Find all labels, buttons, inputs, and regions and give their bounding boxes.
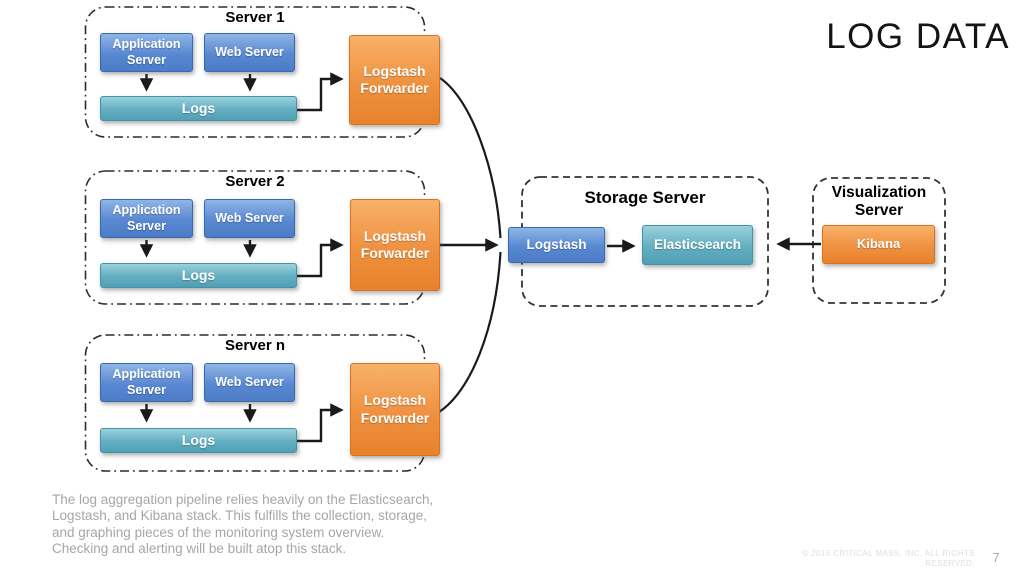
page-number: 7 — [992, 550, 1000, 565]
server1-logstash-forwarder-node: Logstash Forwarder — [349, 35, 440, 125]
arrow-forwardern-to-logstash — [438, 251, 502, 413]
server2-title: Server 2 — [225, 173, 285, 190]
servern-web-server-node: Web Server — [204, 363, 295, 402]
server2-application-server-node: Application Server — [100, 199, 193, 238]
server1-web-server-node: Web Server — [204, 33, 295, 72]
server1-application-server-node: Application Server — [100, 33, 193, 72]
server2-logstash-forwarder-node: Logstash Forwarder — [350, 199, 440, 291]
footer-note: The log aggregation pipeline relies heav… — [52, 492, 433, 558]
arrow-logsn-to-forwarder — [297, 403, 344, 443]
arrow-forwarder1-to-logstash — [439, 77, 502, 239]
kibana-node: Kibana — [822, 225, 935, 264]
server2-logs-node: Logs — [100, 263, 297, 288]
server2-web-server-node: Web Server — [204, 199, 295, 238]
slide-title: LOG DATA — [826, 17, 1010, 56]
elasticsearch-node: Elasticsearch — [642, 225, 753, 265]
copyright-notice: © 2015 CRITICAL MASS, INC. ALL RIGHTS RE… — [795, 549, 975, 569]
server1-logs-node: Logs — [100, 96, 297, 121]
logstash-node: Logstash — [508, 227, 605, 263]
servern-title: Server n — [224, 337, 286, 354]
footer-note-line: The log aggregation pipeline relies heav… — [52, 492, 434, 507]
footer-note-line: and graphing pieces of the monitoring sy… — [52, 524, 385, 540]
storage-server-title: Storage Server — [584, 188, 706, 207]
footer-note-line: Checking and alerting will be built atop… — [52, 541, 347, 557]
arrow-logs2-to-forwarder — [297, 238, 344, 278]
visualization-server-title: Visualization Server — [831, 184, 927, 219]
visualization-server-border — [812, 177, 946, 304]
servern-logs-node: Logs — [100, 428, 297, 453]
footer-note-line: Logstash, and Kibana stack. This fulfill… — [52, 508, 427, 524]
copyright-line: © 2015 CRITICAL MASS, INC. ALL RIGHTS — [802, 549, 975, 558]
server1-title: Server 1 — [225, 9, 285, 26]
servern-application-server-node: Application Server — [100, 363, 193, 402]
servern-logstash-forwarder-node: Logstash Forwarder — [350, 363, 440, 456]
storage-server-border — [521, 176, 769, 307]
arrow-logs1-to-forwarder — [297, 72, 344, 112]
copyright-line: RESERVED. — [925, 559, 975, 568]
